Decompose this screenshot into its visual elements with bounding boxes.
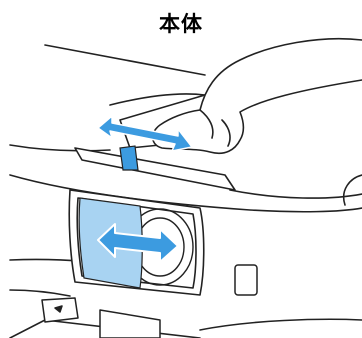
projector-foot [42,298,160,338]
remote-sensor [235,265,257,295]
lens-cover-slider-knob[interactable] [120,146,138,170]
